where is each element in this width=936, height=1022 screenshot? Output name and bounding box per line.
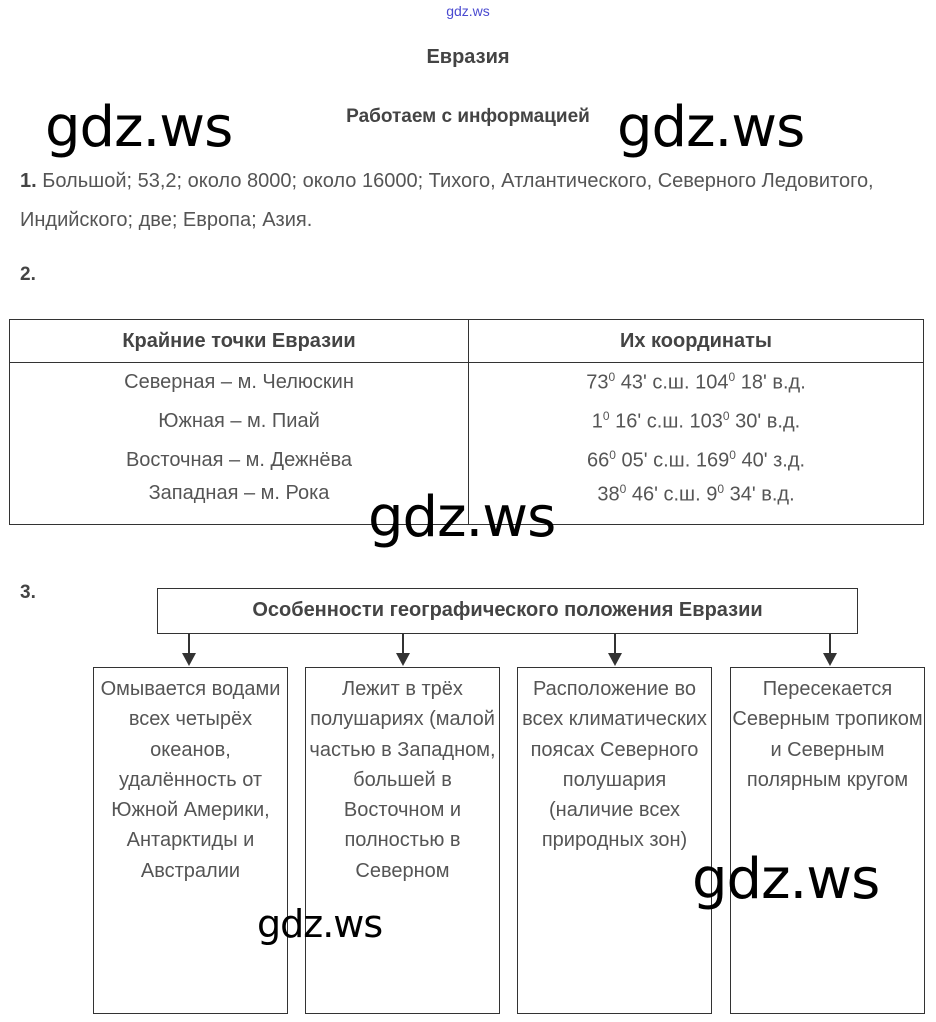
degree-mark: 0 bbox=[728, 370, 736, 385]
point-name: Западная – м. Рока bbox=[9, 480, 469, 525]
table-row: Северная – м. Челюскин 730 43' с.ш. 1040… bbox=[9, 362, 924, 402]
coord-lat-deg: 38 bbox=[597, 483, 620, 506]
coord-lon-hem: в.д. bbox=[766, 410, 801, 433]
feature-box-tropic: Пересекается Северным тропиком и Северны… bbox=[730, 667, 925, 1014]
coord-lon-min: 34' bbox=[729, 483, 756, 506]
degree-mark: 0 bbox=[602, 409, 610, 424]
degree-mark: 0 bbox=[608, 370, 616, 385]
table-header-coordinates: Их координаты bbox=[468, 319, 924, 363]
coord-lon-min: 40' bbox=[741, 449, 768, 472]
task-3-number: 3. bbox=[20, 582, 36, 603]
coord-lat-hem: с.ш. bbox=[653, 449, 691, 472]
watermark: gdz.ws bbox=[257, 902, 383, 946]
coord-lat-hem: с.ш. bbox=[652, 371, 690, 394]
coord-lat-min: 05' bbox=[621, 449, 648, 472]
coord-lat-deg: 66 bbox=[586, 449, 610, 472]
feature-box-climate: Расположение во всех климатических пояса… bbox=[517, 667, 712, 1014]
point-coordinates: 660 05' с.ш. 1690 40' з.д. bbox=[468, 441, 924, 480]
coord-lat-deg: 73 bbox=[586, 371, 609, 394]
coord-lat-min: 46' bbox=[631, 483, 658, 506]
coord-lat-min: 16' bbox=[615, 410, 642, 433]
coord-lon-hem: з.д. bbox=[773, 449, 806, 472]
coord-lon-deg: 104 bbox=[695, 371, 729, 394]
table-row: Западная – м. Рока 380 46' с.ш. 90 34' в… bbox=[9, 480, 924, 525]
extreme-points-table: Крайние точки Евразии Их координаты Севе… bbox=[9, 319, 924, 525]
watermark: gdz.ws bbox=[45, 95, 233, 160]
point-coordinates: 380 46' с.ш. 90 34' в.д. bbox=[468, 480, 924, 525]
coord-lon-deg: 9 bbox=[706, 483, 718, 506]
point-name: Южная – м. Пиай bbox=[9, 402, 469, 441]
point-name: Восточная – м. Дежнёва bbox=[9, 441, 469, 480]
coord-lon-deg: 169 bbox=[695, 449, 730, 472]
task-1-number: 1. bbox=[20, 170, 37, 192]
coord-lat-deg: 1 bbox=[591, 410, 603, 433]
coord-lat-hem: с.ш. bbox=[663, 483, 701, 506]
point-coordinates: 10 16' с.ш. 1030 30' в.д. bbox=[468, 402, 924, 441]
table-row: Южная – м. Пиай 10 16' с.ш. 1030 30' в.д… bbox=[9, 402, 924, 441]
degree-mark: 0 bbox=[619, 482, 627, 496]
feature-box-hemispheres: Лежит в трёх полушариях (малой частью в … bbox=[305, 667, 500, 1014]
page-title: Евразия bbox=[426, 46, 510, 68]
task-1-text: Большой; 53,2; около 8000; около 16000; … bbox=[20, 170, 874, 231]
coord-lon-hem: в.д. bbox=[761, 483, 795, 506]
task-1-answer: 1. Большой; 53,2; около 8000; около 1600… bbox=[20, 162, 920, 240]
table-row: Восточная – м. Дежнёва 660 05' с.ш. 1690… bbox=[9, 441, 924, 480]
coord-lat-hem: с.ш. bbox=[646, 410, 684, 433]
coord-lon-min: 18' bbox=[740, 371, 767, 394]
degree-mark: 0 bbox=[722, 409, 730, 424]
degree-mark: 0 bbox=[717, 482, 725, 496]
task-2-number: 2. bbox=[20, 264, 36, 285]
degree-mark: 0 bbox=[729, 448, 736, 463]
coord-lon-min: 30' bbox=[735, 410, 762, 433]
watermark: gdz.ws bbox=[692, 847, 880, 912]
feature-box-oceans: Омывается водами всех четырёх океанов, у… bbox=[93, 667, 288, 1014]
coord-lat-min: 43' bbox=[620, 371, 647, 394]
degree-mark: 0 bbox=[609, 448, 616, 463]
coord-lon-deg: 103 bbox=[689, 410, 723, 433]
site-label[interactable]: gdz.ws bbox=[446, 3, 490, 19]
watermark: gdz.ws bbox=[368, 485, 556, 550]
watermark: gdz.ws bbox=[617, 95, 805, 160]
point-name: Северная – м. Челюскин bbox=[9, 362, 469, 402]
point-coordinates: 730 43' с.ш. 1040 18' в.д. bbox=[468, 362, 924, 402]
section-subtitle: Работаем с информацией bbox=[346, 106, 590, 127]
coord-lon-hem: в.д. bbox=[772, 371, 806, 394]
diagram-heading-box: Особенности географического положения Ев… bbox=[157, 588, 858, 634]
table-header-points: Крайние точки Евразии bbox=[9, 319, 469, 363]
